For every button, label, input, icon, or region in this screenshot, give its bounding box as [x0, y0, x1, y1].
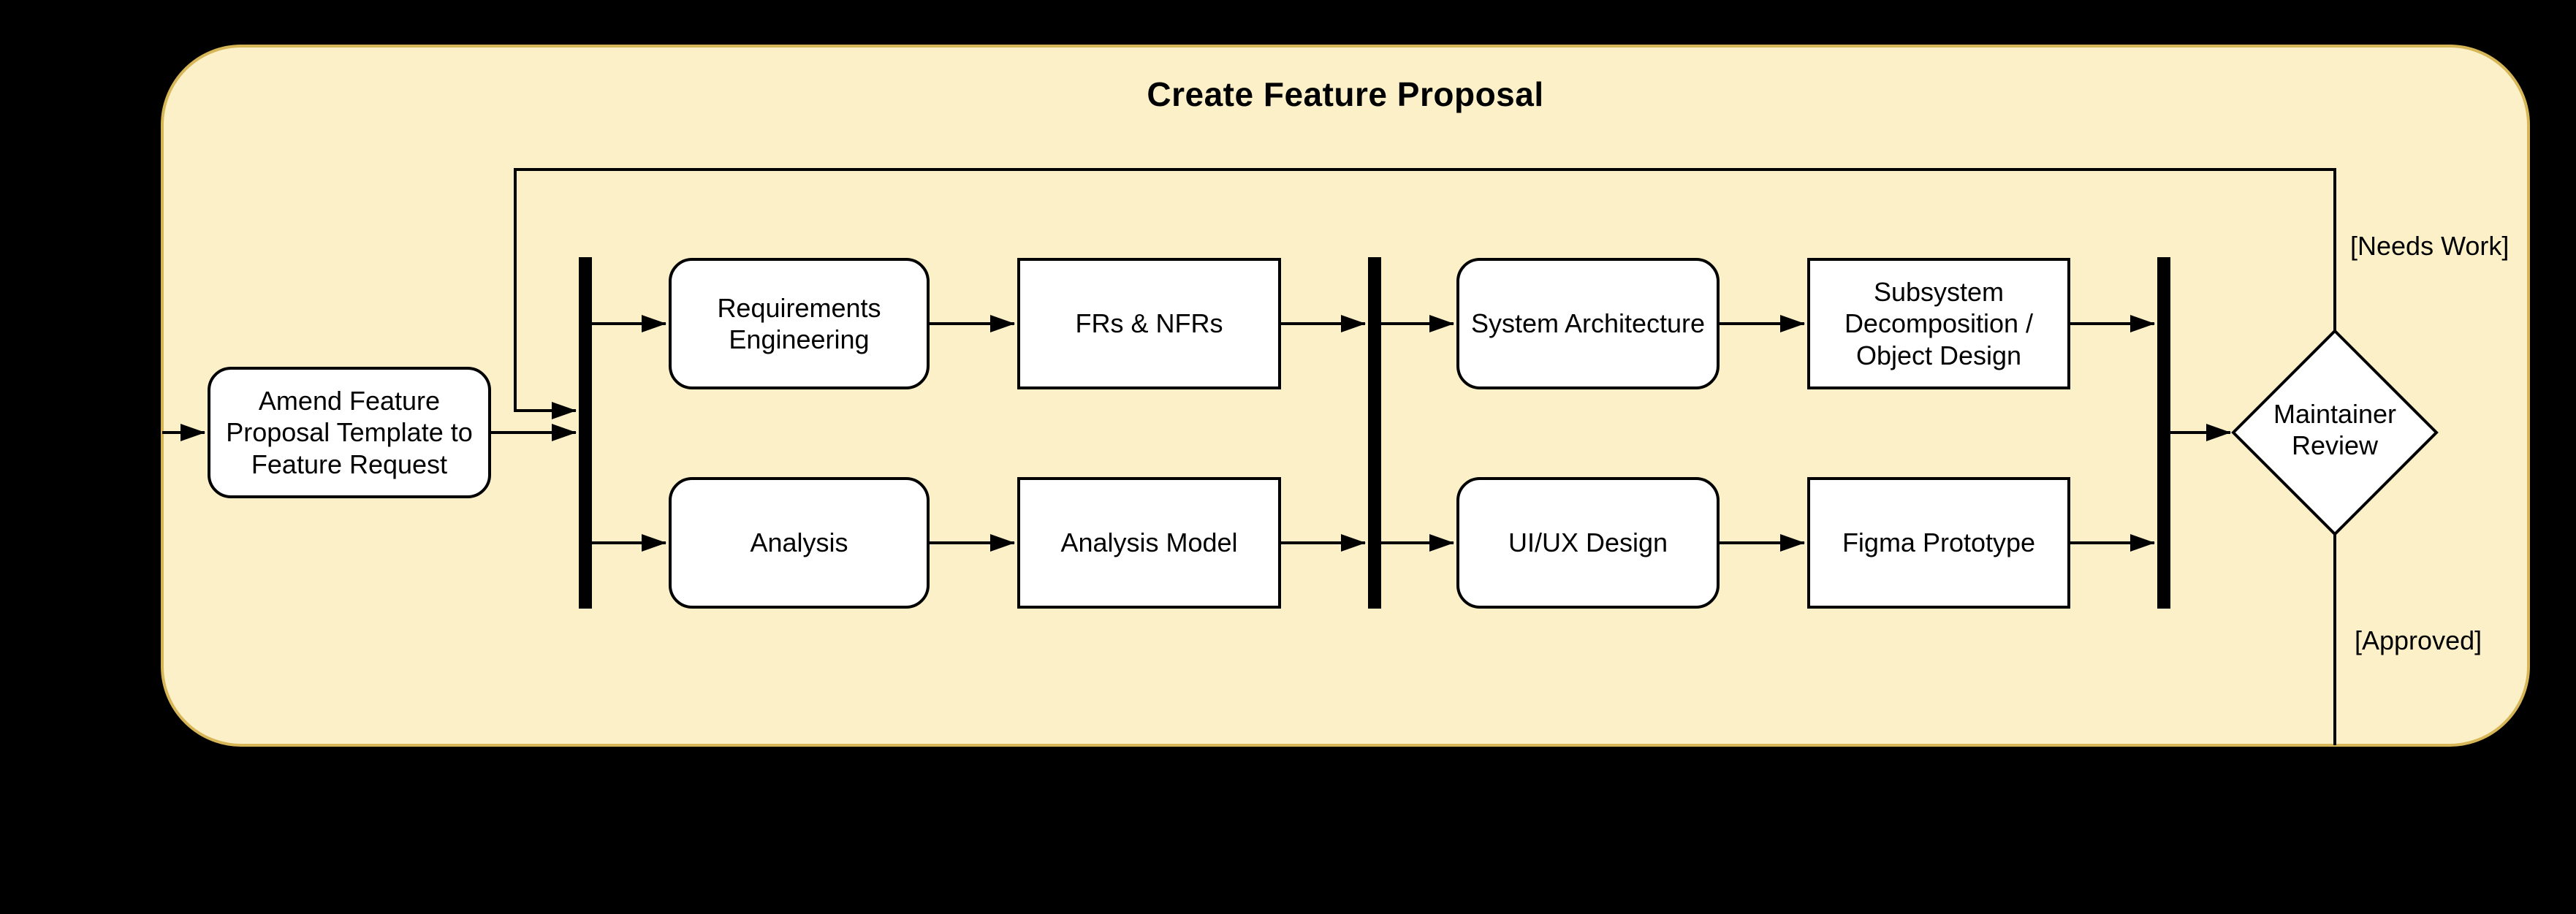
guard-approved: [Approved] [2355, 625, 2482, 655]
action-amend-feature-proposal: Amend Feature Proposal Template to Featu… [208, 367, 491, 498]
activity-frame [161, 45, 2530, 747]
action-uiux-design: UI/UX Design [1456, 477, 1720, 609]
object-analysis-model: Analysis Model [1017, 477, 1281, 609]
decision-diamond [2231, 329, 2439, 536]
node-label: Analysis Model [1060, 528, 1238, 558]
object-subsystem-decomposition: Subsystem Decomposition / Object Design [1807, 258, 2070, 389]
node-label: Subsystem Decomposition / Object Design [1844, 277, 2034, 370]
node-label: Requirements Engineering [717, 292, 881, 354]
node-label: System Architecture [1470, 308, 1706, 339]
node-label: Analysis [750, 528, 848, 558]
join-bar-3 [2157, 257, 2170, 609]
object-frs-nfrs: FRs & NFRs [1017, 258, 1281, 389]
action-requirements-engineering: Requirements Engineering [669, 258, 930, 389]
edge-needs-work-feedback [514, 168, 2336, 419]
action-system-architecture: System Architecture [1456, 258, 1720, 389]
join-fork-bar-2 [1368, 257, 1381, 609]
node-label: UI/UX Design [1508, 528, 1668, 558]
node-label: FRs & NFRs [1075, 308, 1223, 339]
guard-needs-work: [Needs Work] [2350, 231, 2509, 261]
node-label: Figma Prototype [1842, 528, 2036, 558]
action-analysis: Analysis [669, 477, 930, 609]
fork-bar-1 [579, 257, 592, 609]
decision-maintainer-review-label: Maintainer Review [2273, 399, 2397, 461]
diagram-title: Create Feature Proposal [1147, 75, 1544, 113]
object-figma-prototype: Figma Prototype [1807, 477, 2070, 609]
node-label: Amend Feature Proposal Template to Featu… [226, 386, 473, 479]
